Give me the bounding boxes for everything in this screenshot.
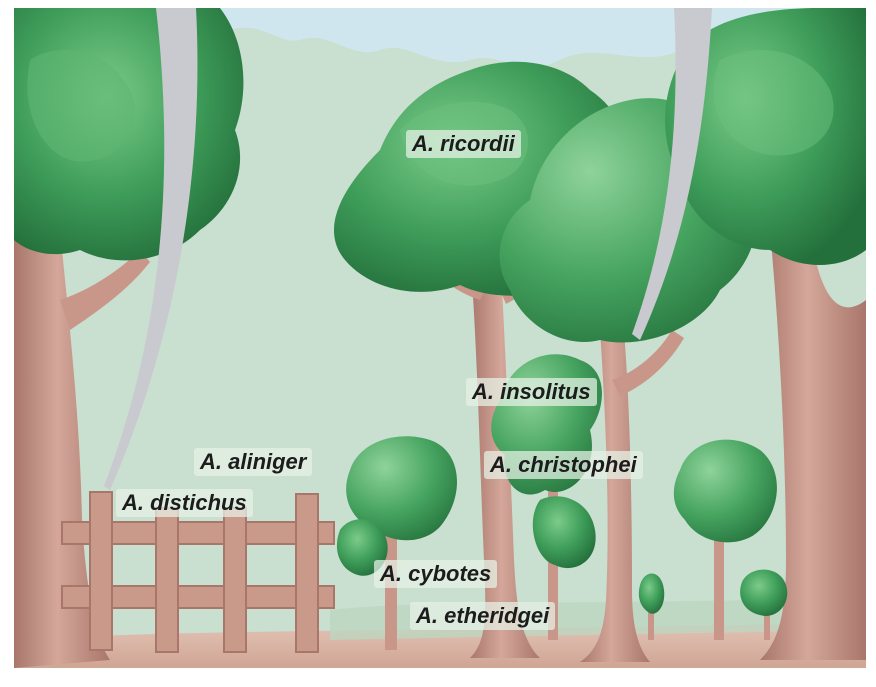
label-a-christophei: A. christophei xyxy=(484,451,643,479)
label-a-cybotes: A. cybotes xyxy=(374,560,497,588)
label-a-insolitus: A. insolitus xyxy=(466,378,597,406)
label-a-aliniger: A. aliniger xyxy=(194,448,312,476)
label-a-ricordii: A. ricordii xyxy=(406,130,521,158)
label-a-etheridgei: A. etheridgei xyxy=(410,602,555,630)
label-a-distichus: A. distichus xyxy=(116,489,253,517)
